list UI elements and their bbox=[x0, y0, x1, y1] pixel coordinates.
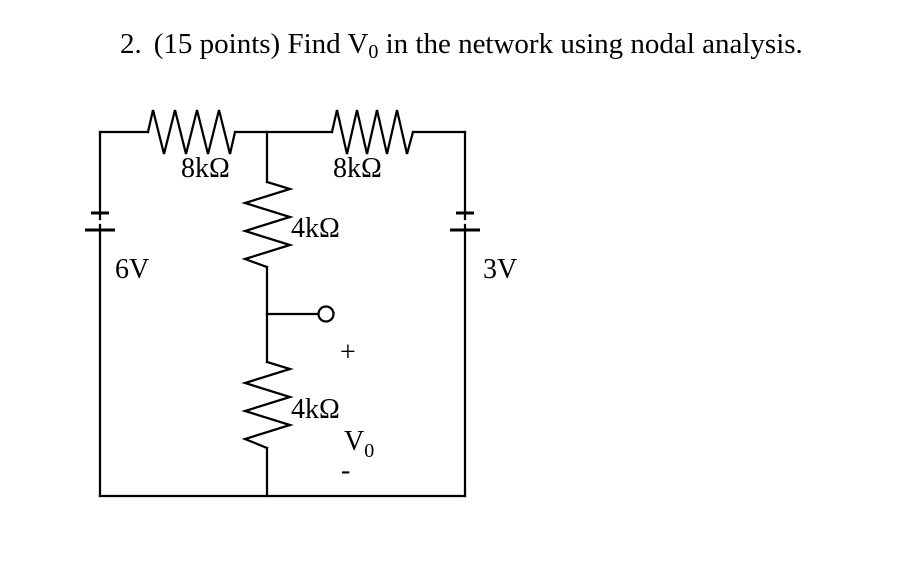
circuit-wires bbox=[98, 130, 467, 498]
problem-text-after-sub: in the network using nodal analysis. bbox=[378, 28, 803, 60]
battery-v1-label: 6V bbox=[115, 254, 149, 285]
problem-title: 2. (15 points) Find V0 in the network usi… bbox=[120, 28, 803, 62]
resistor-r4: 4kΩ bbox=[241, 360, 340, 450]
problem-text-subscript: 0 bbox=[368, 41, 379, 63]
resistor-r1-label: 8kΩ bbox=[181, 153, 230, 184]
output-voltage-symbol: V bbox=[344, 426, 364, 457]
resistor-zigzag-icon bbox=[330, 109, 415, 155]
output-minus-sign: - bbox=[341, 455, 350, 486]
resistor-zigzag-icon bbox=[146, 109, 237, 155]
output-voltage-subscript: 0 bbox=[364, 440, 374, 462]
problem-text-before-sub: (15 points) Find V bbox=[153, 28, 369, 60]
output-plus-sign: + bbox=[340, 337, 356, 368]
resistor-r3: 4kΩ bbox=[241, 180, 340, 269]
problem-number: 2. bbox=[120, 28, 142, 60]
resistor-r3-label: 4kΩ bbox=[291, 213, 340, 244]
resistor-zigzag-icon bbox=[241, 360, 294, 450]
battery-v2-label: 3V bbox=[483, 254, 517, 285]
resistor-r4-label: 4kΩ bbox=[291, 394, 340, 425]
battery-v2: 3V bbox=[450, 211, 517, 285]
resistor-r2-label: 8kΩ bbox=[333, 153, 382, 184]
output-port: + V0 - bbox=[317, 305, 374, 486]
resistor-zigzag-icon bbox=[241, 180, 294, 269]
resistor-r1: 8kΩ bbox=[146, 109, 237, 184]
battery-v1: 6V bbox=[85, 211, 149, 285]
output-voltage-label: V0 bbox=[344, 426, 374, 462]
open-terminal-icon bbox=[317, 305, 335, 323]
resistor-r2: 8kΩ bbox=[330, 109, 415, 184]
